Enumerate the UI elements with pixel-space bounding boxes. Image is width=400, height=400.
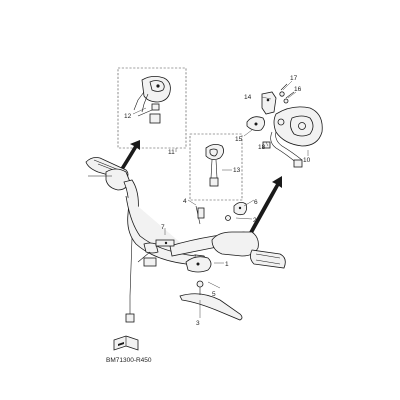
callout-15: 15	[235, 136, 243, 143]
callout-4: 4	[183, 198, 187, 205]
callout-1: 1	[225, 261, 229, 268]
book-icon	[113, 335, 139, 351]
inset-switch-clutch	[189, 133, 243, 201]
callout-5: 5	[212, 291, 216, 298]
callout-leaders	[164, 80, 309, 318]
lever-assembly	[125, 202, 248, 323]
callout-18: 18	[258, 144, 266, 151]
figure-code-block: BM71300-R450	[106, 335, 152, 364]
callout-labels: 1 2 3 4 5 6 7 10 11 12 13 14 15 16 17 18	[124, 75, 311, 327]
arrow-to-left-switch	[118, 140, 140, 174]
callout-3: 3	[196, 320, 200, 327]
callout-13: 13	[233, 167, 241, 174]
callout-2: 2	[253, 217, 257, 224]
callout-14: 14	[244, 94, 252, 101]
callout-7: 7	[161, 224, 165, 231]
inset-switch-left	[117, 67, 187, 149]
callout-11: 11	[168, 149, 175, 156]
callout-10: 10	[303, 157, 311, 164]
callout-6: 6	[254, 199, 258, 206]
arrow-to-right-switch	[246, 176, 282, 240]
right-switch-assembly	[246, 83, 323, 168]
callout-12: 12	[124, 113, 132, 120]
callout-17: 17	[290, 75, 298, 82]
figure-code: BM71300-R450	[106, 357, 152, 364]
callout-16: 16	[294, 86, 302, 93]
handlebar	[85, 157, 286, 269]
